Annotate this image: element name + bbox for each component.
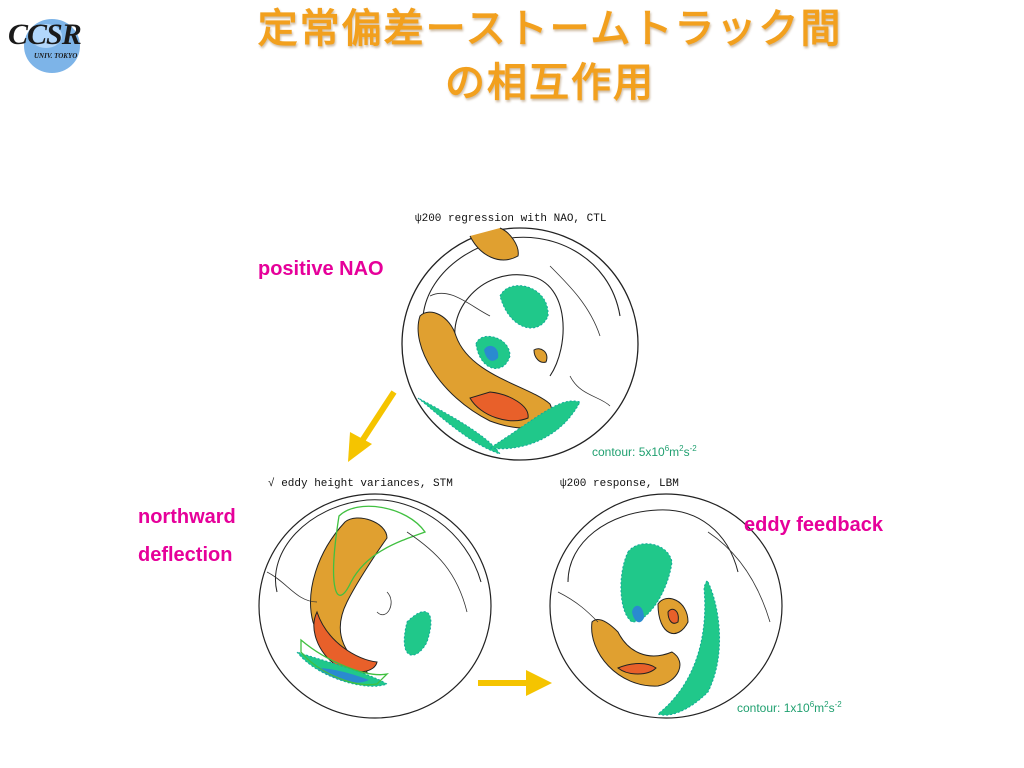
arrow-right bbox=[478, 670, 552, 696]
logo-text: CCSR bbox=[8, 18, 82, 51]
left-map bbox=[258, 493, 492, 719]
right-map bbox=[549, 493, 783, 719]
contour-bottom: contour: 1x106m2s-2 bbox=[737, 700, 842, 715]
contour-top: contour: 5x106m2s-2 bbox=[592, 444, 697, 459]
label-eddy-feedback: eddy feedback bbox=[744, 514, 883, 536]
arrow-down-left bbox=[348, 390, 397, 462]
top-map bbox=[401, 227, 639, 461]
ccsr-logo: CCSR UNIV. TOKYO bbox=[6, 14, 90, 74]
left-map-caption: √ eddy height variances, STM bbox=[268, 478, 453, 490]
logo-subtext: UNIV. TOKYO bbox=[34, 52, 78, 60]
label-deflection: deflection bbox=[138, 544, 233, 566]
slide-title: 定常偏差ーストームトラック間 の相互作用 bbox=[257, 6, 843, 106]
label-northward: northward bbox=[138, 506, 236, 528]
top-map-caption: ψ200 regression with NAO, CTL bbox=[415, 213, 607, 225]
logo-graphic bbox=[24, 19, 80, 73]
label-positive-nao: positive NAO bbox=[258, 258, 384, 280]
right-map-caption: ψ200 response, LBM bbox=[560, 478, 679, 490]
